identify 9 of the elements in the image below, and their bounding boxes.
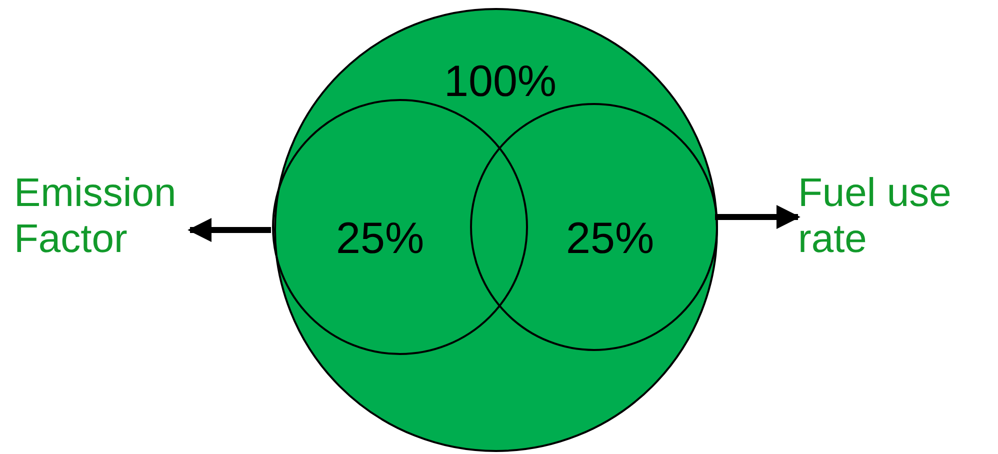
percentage-label: 25% bbox=[566, 215, 654, 263]
circle bbox=[470, 103, 718, 351]
percentage-label: 25% bbox=[336, 215, 424, 263]
label-text: Fuel use rate bbox=[798, 170, 988, 270]
percentage-label: 100% bbox=[444, 58, 557, 106]
label-text: Emission Factor bbox=[14, 170, 190, 270]
circle bbox=[272, 99, 528, 355]
arrow bbox=[715, 205, 800, 229]
arrow bbox=[188, 218, 271, 242]
